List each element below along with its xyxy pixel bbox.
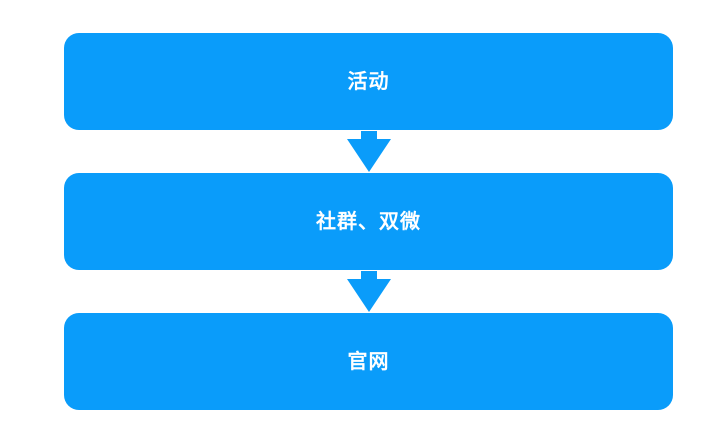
connector-1: [346, 130, 392, 173]
down-arrow-shape: [346, 131, 391, 172]
connector-2: [346, 270, 392, 313]
down-arrow-shape: [346, 271, 391, 312]
flow-node-website-label: 官网: [347, 350, 390, 373]
down-arrow-icon: [346, 131, 391, 172]
flow-node-community: 社群、双微: [64, 173, 673, 270]
flow-node-activity: 活动: [64, 33, 673, 130]
flow-node-website: 官网: [64, 313, 673, 410]
flow-node-community-label: 社群、双微: [316, 210, 421, 233]
flow-node-activity-label: 活动: [347, 70, 390, 93]
flowchart: 活动 社群、双微 官网: [64, 33, 673, 410]
down-arrow-icon: [346, 271, 391, 312]
